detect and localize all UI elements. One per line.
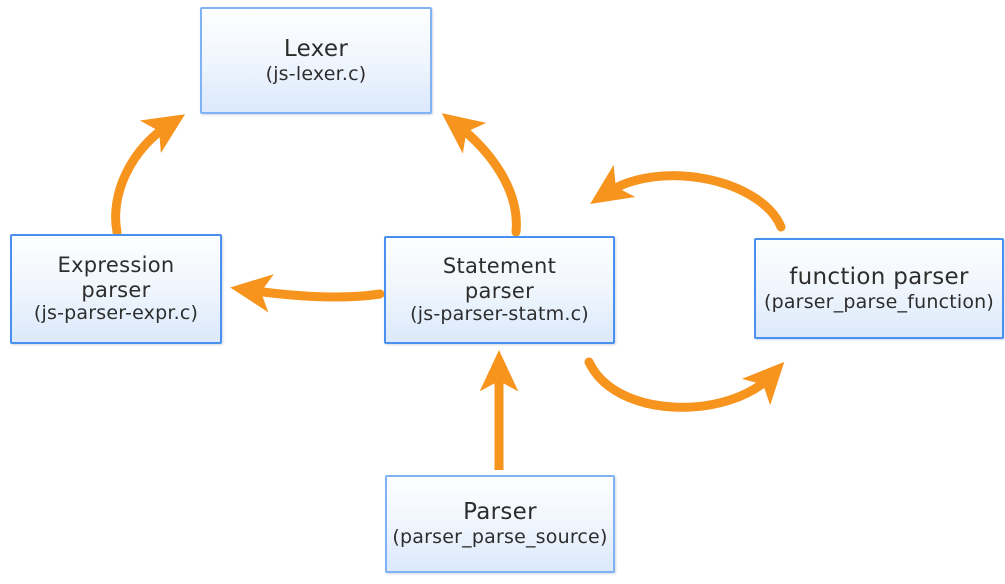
node-function-parser-subtitle: (parser_parse_function) <box>763 290 995 313</box>
node-lexer-subtitle: (js-lexer.c) <box>265 62 367 85</box>
node-lexer[interactable]: Lexer (js-lexer.c) <box>200 7 432 114</box>
node-lexer-title: Lexer <box>283 35 349 62</box>
node-expression-parser-subtitle: (js-parser-expr.c) <box>33 302 199 325</box>
arrow-statement-parser-to-function-parser <box>584 357 785 412</box>
node-statement-parser-title-line2: parser <box>464 278 535 303</box>
node-expression-parser[interactable]: Expression parser (js-parser-expr.c) <box>10 234 222 344</box>
node-parser-subtitle: (parser_parse_source) <box>392 526 608 549</box>
node-statement-parser[interactable]: Statement parser (js-parser-statm.c) <box>384 236 615 344</box>
node-parser[interactable]: Parser (parser_parse_source) <box>385 475 615 573</box>
node-expression-parser-title-line1: Expression <box>57 253 175 278</box>
node-function-parser-title: function parser <box>789 263 969 290</box>
arrow-function-parser-to-statement-parser <box>590 164 786 232</box>
node-statement-parser-title-line1: Statement <box>442 254 557 279</box>
node-expression-parser-title-line2: parser <box>81 277 151 302</box>
arrow-expression-parser-to-lexer <box>111 114 186 237</box>
arrow-statement-parser-to-lexer <box>441 113 521 237</box>
node-statement-parser-subtitle: (js-parser-statm.c) <box>410 303 589 326</box>
node-parser-title: Parser <box>463 499 537 526</box>
arrow-statement-parser-to-expression-parser <box>230 274 385 313</box>
node-function-parser[interactable]: function parser (parser_parse_function) <box>754 238 1004 339</box>
